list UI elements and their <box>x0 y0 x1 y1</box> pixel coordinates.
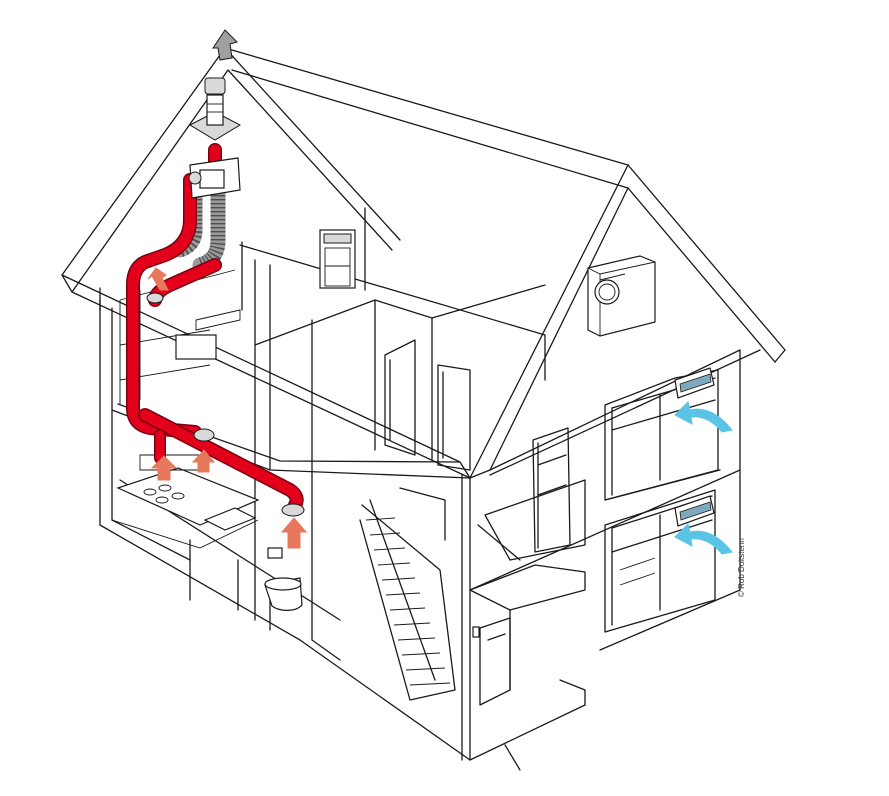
up-arrow-icon <box>212 29 238 61</box>
upper-floor <box>119 229 656 471</box>
wall-vent-icon <box>674 495 715 527</box>
wall-vent-icon <box>674 367 715 399</box>
kitchen <box>111 454 283 559</box>
toilet-icon <box>264 577 303 611</box>
house-structure <box>99 259 761 771</box>
facade-windows <box>469 367 721 706</box>
up-arrow-icon <box>150 455 178 481</box>
up-arrow-icon <box>191 449 216 473</box>
roof-outlet <box>188 77 242 141</box>
staircase <box>359 487 456 701</box>
curved-arrow-icon <box>674 523 733 555</box>
copyright-label: © Rob Duitstenn <box>737 538 746 597</box>
heat-recovery-unit <box>188 157 241 199</box>
washing-machine-icon <box>587 255 656 337</box>
up-arrow-icon <box>280 517 308 549</box>
up-arrow-icon <box>147 267 169 291</box>
curved-arrow-icon <box>674 401 733 433</box>
